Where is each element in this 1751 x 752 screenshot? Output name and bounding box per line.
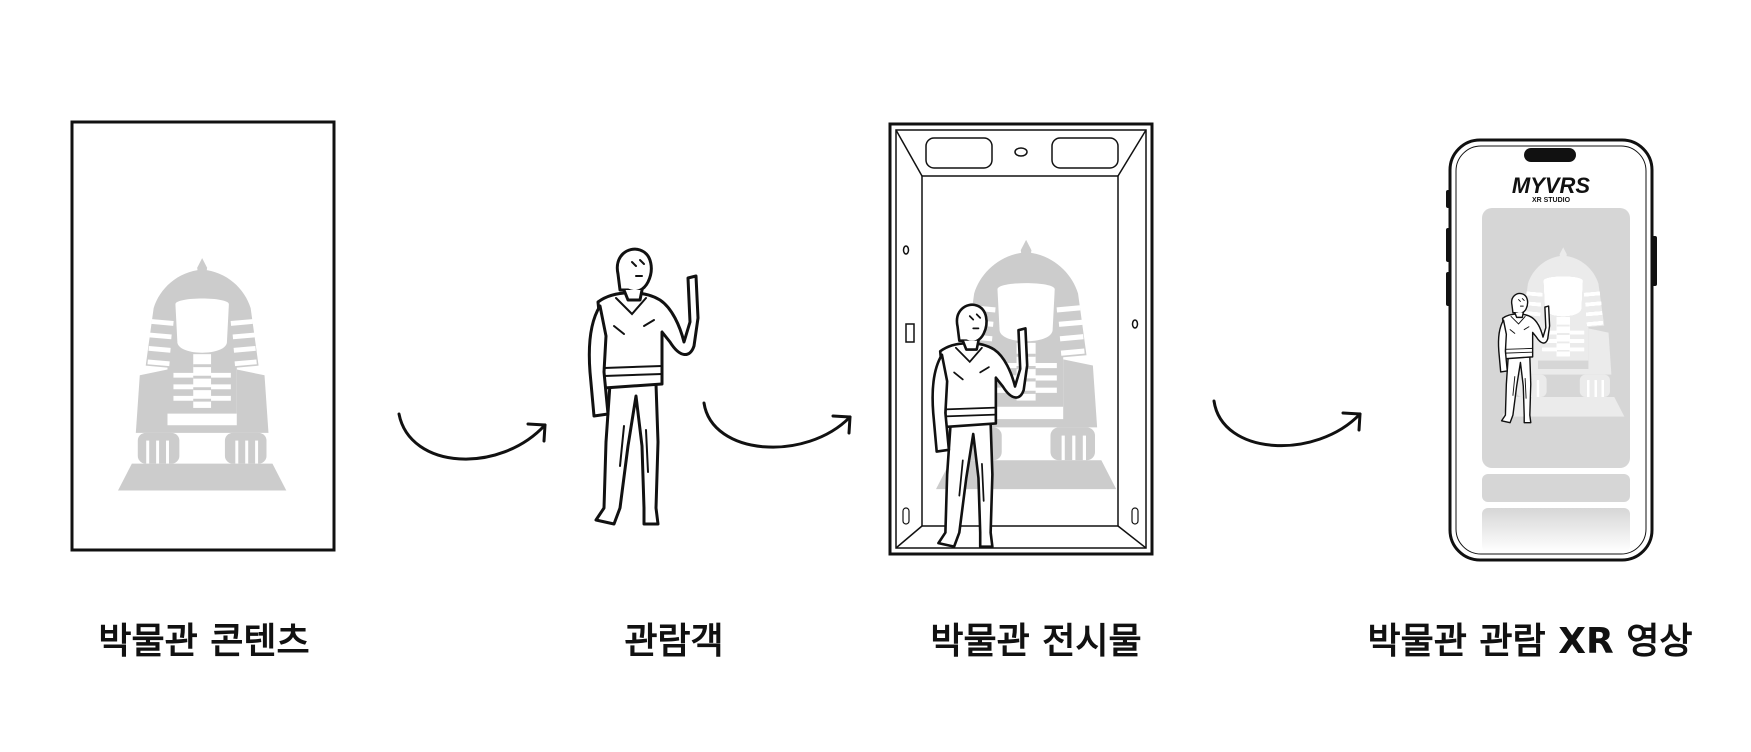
smartphone-xr-video-icon: MYVRS XR STUDIO bbox=[1446, 138, 1657, 562]
exhibit-booth-icon bbox=[888, 122, 1154, 556]
stage-label-museum-exhibit: 박물관 전시물 bbox=[930, 621, 1142, 662]
phone-sub-brand: XR STUDIO bbox=[1532, 197, 1571, 204]
stage-label-museum-content: 박물관 콘텐츠 bbox=[98, 621, 310, 662]
phone-ui-bar bbox=[1482, 474, 1630, 502]
visitor-person-icon bbox=[587, 247, 700, 526]
stage-label-xr-video: 박물관 관람 XR 영상 bbox=[1367, 621, 1693, 662]
museum-content-frame-icon bbox=[70, 120, 336, 552]
curved-arrow-icon bbox=[397, 412, 547, 461]
curved-arrow-icon bbox=[1212, 399, 1362, 448]
phone-brand-logo: MYVRS bbox=[1512, 173, 1591, 198]
curved-arrow-icon bbox=[702, 401, 852, 449]
phone-ui-bar-faded bbox=[1482, 508, 1630, 552]
stage-label-visitor: 관람객 bbox=[624, 621, 724, 662]
